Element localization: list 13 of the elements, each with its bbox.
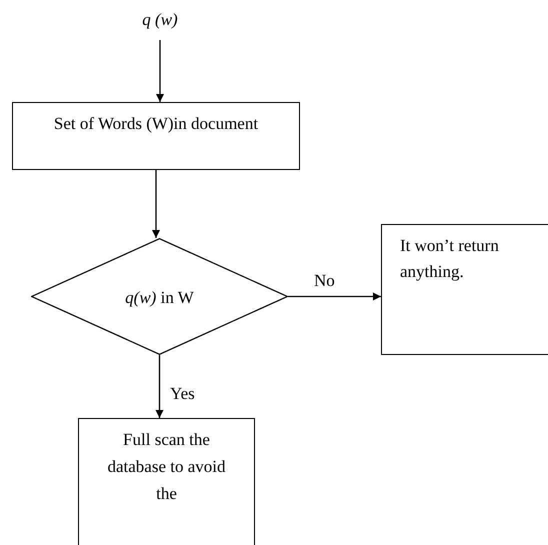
arrow [156,355,164,418]
node-text: It won’t return anything. [400,235,500,283]
decision-diamond [31,238,288,355]
arrow [288,292,381,300]
arrow [156,40,164,102]
result-box [381,224,548,355]
node-text: Full scan the database to avoid the [106,429,226,505]
node-text: q(w) in W [125,287,194,310]
arrow [152,170,160,238]
node-text: Set of Words (W)in document [54,113,258,135]
input-label: q (w) [142,8,178,31]
process-box [12,102,300,170]
process-box [78,418,255,545]
